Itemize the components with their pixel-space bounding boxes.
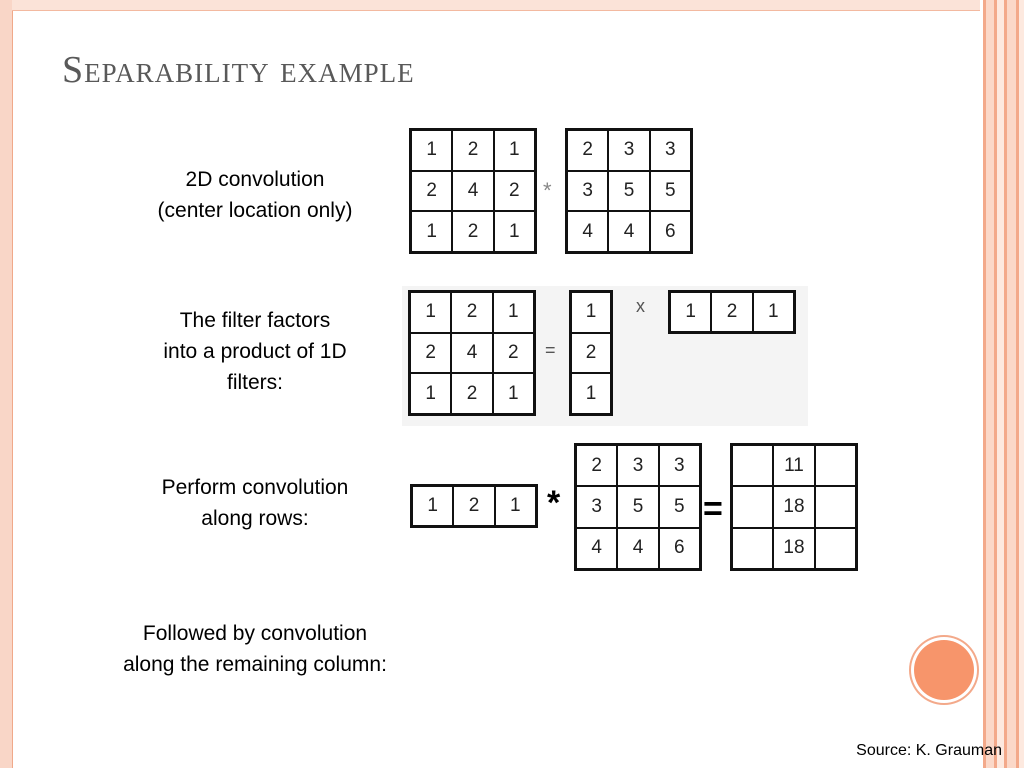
matrix-cell: 18: [773, 486, 815, 528]
matrix-cell: 1: [670, 292, 712, 332]
matrix-cell: 1: [493, 130, 535, 171]
matrix-cell: 1: [492, 373, 534, 414]
matrix-cell: 3: [576, 486, 618, 528]
matrix-cell: 3: [608, 130, 650, 171]
matrix-cell: [814, 527, 856, 569]
source-credit: Source: K. Grauman: [856, 742, 1002, 759]
matrix-cell: 1: [494, 486, 536, 526]
matrix-cell: 1: [492, 292, 534, 333]
equals-operator-small: =: [545, 340, 556, 360]
matrix-cell: 1: [411, 211, 453, 252]
matrix-cell: 5: [608, 170, 650, 212]
matrix-cell: 5: [658, 486, 700, 528]
matrix-cell: 3: [658, 445, 700, 487]
matrix-cell: 2: [410, 332, 452, 374]
matrix-cell: 18: [773, 527, 815, 569]
column-label-line2: along the remaining column:: [123, 653, 387, 676]
matrix-cell: [732, 486, 774, 528]
slide-title: Separability example: [62, 49, 415, 91]
factor-label-line3: filters:: [226, 371, 283, 394]
column-label: Followed by convolution along the remain…: [80, 618, 430, 680]
conv2d-label: 2D convolution (center location only): [120, 164, 390, 226]
matrix-cell: 4: [451, 332, 493, 374]
matrix-cell: 1: [752, 292, 794, 332]
matrix-cell: 2: [411, 170, 453, 212]
slide-border-stripes: [980, 0, 1024, 768]
matrix-cell: 2: [451, 373, 493, 414]
matrix-cell: 6: [649, 211, 691, 252]
decorative-circle: [914, 640, 974, 700]
matrix-cell: [814, 445, 856, 487]
matrix-cell: [814, 486, 856, 528]
matrix-cell: 1: [493, 211, 535, 252]
convolve-operator-small: *: [543, 178, 552, 203]
matrix-cell: 2: [492, 332, 534, 374]
matrix-cell: 6: [658, 527, 700, 569]
convolve-operator: *: [547, 484, 561, 522]
matrix-cell: 2: [571, 332, 611, 374]
matrix-cell: 5: [617, 486, 659, 528]
matrix-cell: 2: [711, 292, 753, 332]
factor-label-line1: The filter factors: [179, 309, 331, 332]
matrix-cell: 1: [571, 292, 611, 333]
slide-border-left: [0, 0, 13, 768]
matrix-cell: 4: [608, 211, 650, 252]
matrix-cell: 1: [411, 130, 453, 171]
matrix-cell: 4: [617, 527, 659, 569]
equals-operator: =: [703, 490, 723, 528]
rows-label-line1: Perform convolution: [161, 476, 349, 499]
matrix-cell: 2: [453, 486, 495, 526]
matrix-cell: 3: [567, 170, 609, 212]
matrix-cell: 2: [576, 445, 618, 487]
matrix-cell: [732, 527, 774, 569]
matrix-cell: 1: [410, 373, 452, 414]
matrix-cell: 2: [567, 130, 609, 171]
matrix-cell: 3: [617, 445, 659, 487]
times-operator: x: [636, 296, 645, 316]
matrix-cell: 4: [576, 527, 618, 569]
matrix-cell: 5: [649, 170, 691, 212]
matrix-cell: 2: [451, 292, 493, 333]
matrix-cell: 2: [452, 130, 494, 171]
matrix-cell: 11: [773, 445, 815, 487]
column-label-line1: Followed by convolution: [142, 622, 368, 645]
matrix-cell: 3: [649, 130, 691, 171]
rows-label-line2: along rows:: [201, 507, 309, 530]
factor-label: The filter factors into a product of 1D …: [120, 305, 390, 398]
matrix-cell: 1: [410, 292, 452, 333]
matrix-cell: 4: [452, 170, 494, 212]
matrix-cell: 1: [571, 373, 611, 414]
matrix-cell: 2: [452, 211, 494, 252]
matrix-cell: 1: [412, 486, 454, 526]
conv2d-label-line2: (center location only): [157, 199, 353, 222]
slide-border-top: [12, 0, 980, 11]
rows-label: Perform convolution along rows:: [120, 472, 390, 534]
matrix-cell: [732, 445, 774, 487]
factor-label-line2: into a product of 1D: [163, 340, 347, 363]
matrix-cell: 2: [493, 170, 535, 212]
conv2d-label-line1: 2D convolution: [185, 168, 325, 191]
matrix-cell: 4: [567, 211, 609, 252]
